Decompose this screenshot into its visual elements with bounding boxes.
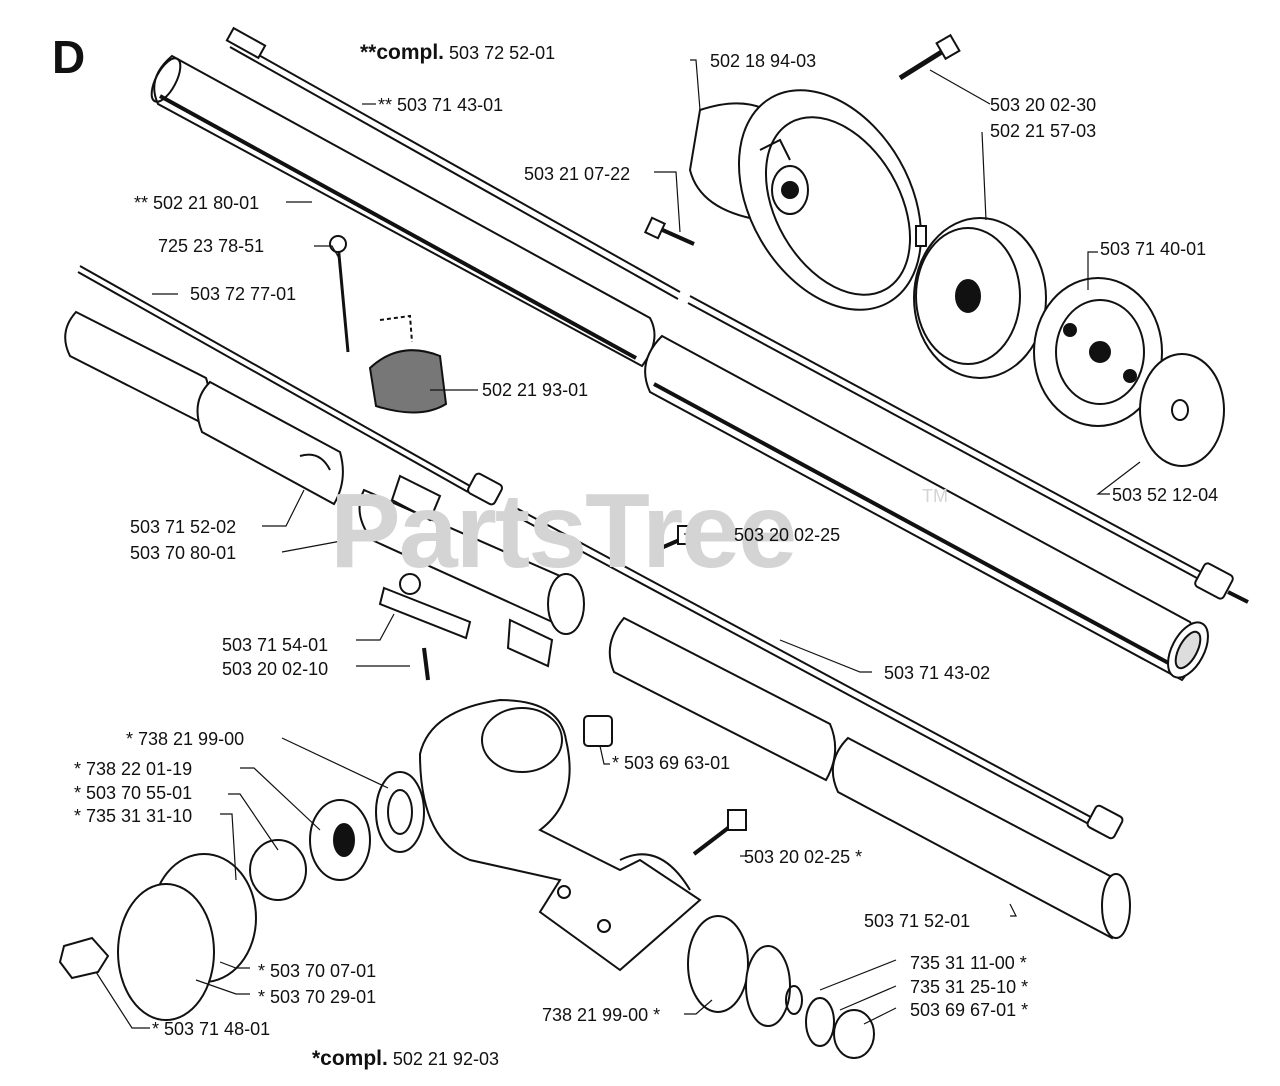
part-label[interactable]: * 738 22 01-19 [74, 759, 193, 779]
gearhead [418, 698, 702, 972]
part-label[interactable]: * 738 21 99-00 [126, 729, 245, 749]
washer-disc [1139, 353, 1225, 467]
part-label[interactable]: 503 20 02-10 [222, 659, 329, 679]
leader-lines [95, 59, 1141, 1029]
part-label[interactable]: 503 20 02-25 [734, 525, 841, 545]
part-label[interactable]: 503 21 07-22 [524, 164, 631, 184]
part-label[interactable]: 503 70 80-01 [130, 543, 237, 563]
part-label[interactable]: * 503 69 63-01 [612, 753, 731, 773]
compl-upper: **compl. 503 72 52-01 [360, 42, 555, 63]
part-label[interactable]: 503 71 54-01 [222, 635, 329, 655]
watermark-tm: TM [922, 486, 948, 506]
tube-left-short [64, 310, 344, 506]
screw-503-20-02-25-lower [692, 809, 747, 856]
drive-shaft-left [77, 265, 503, 506]
part-label[interactable]: ** 502 21 80-01 [134, 193, 260, 213]
part-label[interactable]: 503 69 67-01 * [910, 1000, 1029, 1020]
clutch-housing [688, 89, 922, 311]
part-label[interactable]: 503 20 02-25 * [744, 847, 863, 867]
part-label[interactable]: 725 23 78-51 [158, 236, 265, 256]
watermark-brand: PartsTree [330, 472, 797, 590]
tube-right [644, 334, 1209, 682]
part-label[interactable]: * 735 31 31-10 [74, 806, 193, 826]
part-label[interactable]: * 503 70 29-01 [258, 987, 377, 1007]
part-label[interactable]: 502 21 57-03 [990, 121, 1097, 141]
part-label[interactable]: * 503 70 07-01 [258, 961, 377, 981]
part-label[interactable]: 735 31 25-10 * [910, 977, 1029, 997]
bearings-right [687, 915, 875, 1059]
tube-lower-right [608, 616, 1131, 940]
part-label[interactable]: 503 71 40-01 [1100, 239, 1207, 259]
part-label[interactable]: 503 71 43-02 [884, 663, 991, 683]
screw-503-21-07-22 [643, 216, 695, 246]
drive-shaft-right [687, 295, 1249, 604]
part-label[interactable]: 735 31 11-00 * [910, 953, 1027, 973]
bearings-left [58, 771, 425, 1021]
knob-502-21-93-01 [329, 235, 448, 414]
screw-503-20-02-25-upper [651, 525, 695, 554]
part-label[interactable]: 503 71 52-01 [864, 911, 971, 931]
part-label[interactable]: 738 21 99-00 * [542, 1005, 661, 1025]
screw-503-20-02-30 [898, 33, 961, 81]
part-label[interactable]: 503 52 12-04 [1112, 485, 1219, 505]
clamp-plate [378, 573, 472, 681]
part-label[interactable]: 502 18 94-03 [710, 51, 817, 71]
part-label[interactable]: ** 503 71 43-01 [378, 95, 504, 115]
part-label[interactable]: 503 72 77-01 [190, 284, 297, 304]
drive-shaft-lower-right [513, 507, 1124, 840]
part-label[interactable]: 503 20 02-30 [990, 95, 1097, 115]
tube-upper-left [150, 54, 656, 368]
clutch-drum [913, 217, 1047, 379]
compl-lower: *compl. 502 21 92-03 [312, 1048, 499, 1069]
compl-upper-prefix: **compl. [360, 41, 445, 64]
drive-shaft-upper [225, 26, 681, 300]
clutch-shoes [1033, 277, 1163, 427]
part-label[interactable]: * 503 71 48-01 [152, 1019, 271, 1039]
compl-upper-part[interactable]: 503 72 52-01 [449, 43, 556, 63]
part-label[interactable]: 502 21 93-01 [482, 380, 589, 400]
part-label[interactable]: 503 71 52-02 [130, 517, 237, 537]
part-label[interactable]: * 503 70 55-01 [74, 783, 193, 803]
section-letter: D [52, 31, 86, 83]
compl-lower-prefix: *compl. [312, 1047, 388, 1070]
compl-lower-part[interactable]: 502 21 92-03 [392, 1049, 499, 1069]
coupling-tube [358, 474, 585, 668]
